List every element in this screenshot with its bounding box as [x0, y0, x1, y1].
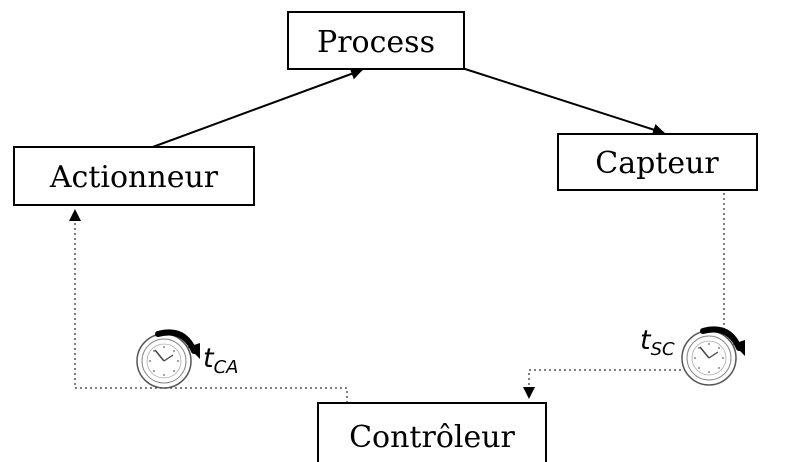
- capteur-label: Capteur: [595, 146, 719, 181]
- dotted-path-controleur-to-actionneur: [69, 209, 348, 403]
- dotted-path-capteur-to-controleur: [523, 193, 725, 399]
- delay-label-sensor-to-controller: tSC: [640, 325, 675, 360]
- capteur-node: Capteur: [557, 133, 758, 191]
- delay-symbol: t: [640, 325, 652, 356]
- delay-label-controller-to-actuator: tCA: [203, 343, 238, 378]
- delay-symbol: t: [203, 343, 215, 374]
- controleur-node: Contrôleur: [317, 402, 547, 462]
- arrow-actionneur-to-process: [149, 68, 363, 149]
- process-label: Process: [317, 25, 435, 60]
- arrow-process-to-capteur: [461, 67, 665, 136]
- delay-subscript: SC: [651, 339, 675, 360]
- actionneur-label: Actionneur: [49, 160, 219, 195]
- actionneur-node: Actionneur: [13, 146, 255, 206]
- delay-subscript: CA: [214, 357, 239, 378]
- clock-icon: [681, 326, 745, 386]
- controleur-label: Contrôleur: [349, 420, 515, 455]
- clock-icon: [136, 329, 200, 389]
- process-node: Process: [287, 11, 465, 70]
